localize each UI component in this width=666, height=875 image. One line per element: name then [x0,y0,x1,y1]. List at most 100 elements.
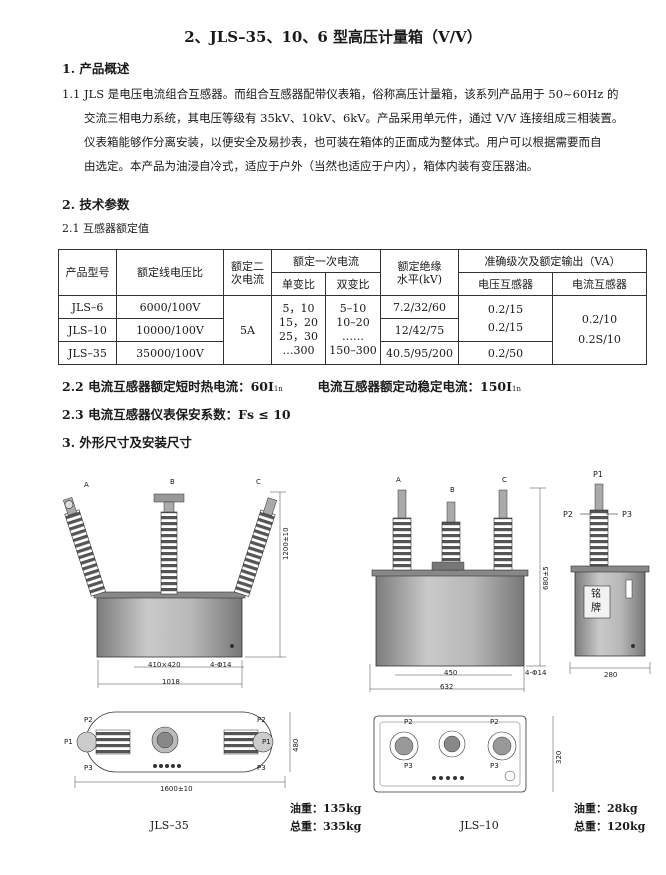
top35-depth-dim: 480 [292,738,300,752]
top10-label-p2-right: P2 [490,718,499,726]
jls10-hole-dim: 4-Φ14 [525,669,547,677]
jls35-inner-dim: 410×420 [148,661,181,669]
jls10-bushing-c [493,489,513,571]
side-label-p2: P2 [563,510,573,519]
jls35-caption: JLS–35 [150,819,189,832]
jls35-oil-weight: 油重：135kg [290,802,362,815]
section-3-heading: 3. 外形尺寸及安装尺寸 [62,435,192,450]
jls10-width-dim: 632 [440,683,454,691]
cell-ratio: 35000/100V [116,341,224,365]
cell-double-ratios: 5–10 10–20 …… 150–300 [325,295,381,365]
double-ratio-3: …… [342,330,364,343]
jls35-bushing-c [233,497,277,597]
top10-label-p2-left: P2 [404,718,413,726]
top35-label-p3-right: P3 [257,764,266,772]
double-ratio-1: 5–10 [339,302,367,315]
jls35-weights: 油重：135kg 总重：335kg [290,800,361,836]
nameplate-char-1: 铭 [591,589,601,600]
cell-insulation: 12/42/75 [380,318,459,342]
cell-single-ratios: 5，10 15，20 25，30 …300 [271,295,326,365]
jls35-bushing-b [153,493,185,595]
single-ratio-3: 25，30 [279,330,318,343]
header-insulation: 额定绝缘 水平(kV) [380,249,459,296]
section-2-1-heading: 2.1 互感器额定值 [62,222,149,235]
jls10-caption: JLS–10 [460,819,499,832]
cell-model: JLS–6 [58,295,117,319]
cell-ct: 0.2/10 0.2S/10 [551,295,648,365]
jls10-side-view [569,483,651,674]
jls35-tank [96,594,243,658]
vt-value-1: 0.2/15 [487,302,524,316]
jls10-inner-dim: 450 [444,669,458,677]
section-1-heading: 1. 产品概述 [62,61,130,76]
jls10-tank [375,573,525,667]
section-2-3: 2.3 电流互感器仪表保安系数：Fs ≤ 10 [62,407,291,422]
top35-label-p1-right: P1 [262,738,271,746]
thermal-current-text: 2.2 电流互感器额定短时热电流：60I [62,379,274,394]
header-secondary-line-1: 额定二 [231,259,264,273]
double-ratio-2: 10–20 [336,316,370,329]
page-title: 2、JLS–35、10、6 型高压计量箱（V/V） [184,28,482,46]
jls35-total-weight: 总重：335kg [290,820,362,833]
cell-ratio: 10000/100V [116,318,224,342]
double-ratio-4: 150–300 [329,344,377,357]
header-insulation-line-1: 额定绝缘 [397,259,442,273]
dynamic-current-text: 电流互感器额定动稳定电流：150I [317,379,512,394]
jls10-weights: 油重：28kg 总重：120kg [574,800,645,836]
header-insulation-line-2: 水平(kV) [396,272,443,286]
cell-model: JLS–35 [58,341,117,365]
jls35-hole-dim: 4-Φ14 [210,661,232,669]
top35-label-p2-right: P2 [257,716,266,724]
single-ratio-4: …300 [282,344,315,357]
ct-value-2: 0.2S/10 [578,333,621,346]
single-ratio-2: 15，20 [279,316,318,329]
section-2-2: 2.2 电流互感器额定短时热电流：60I1n 电流互感器额定动稳定电流：150I… [62,376,521,395]
jls35-top-view [74,711,291,788]
section-2-heading: 2. 技术参数 [62,197,130,212]
cell-insulation: 40.5/95/200 [380,341,459,365]
jls10-total-weight: 总重：120kg [574,820,646,833]
side-label-p1: P1 [593,470,603,479]
rating-table: 产品型号 额定线电压比 额定二 次电流 额定一次电流 额定绝缘 水平(kV) 准… [58,249,648,365]
top35-label-p2-left: P2 [84,716,93,724]
top35-label-p3-left: P3 [84,764,93,772]
nameplate [583,585,611,619]
header-single-ratio: 单变比 [271,272,326,296]
top35-length-dim: 1600±10 [160,785,193,793]
ct-value-1: 0.2/10 [581,313,618,326]
jls35-bushing-a [62,497,106,597]
jls10-oil-weight: 油重：28kg [574,802,638,815]
side-width-dim: 280 [604,671,618,679]
nameplate-text: 铭 牌 [591,588,601,616]
jls10-height-dim: 680±5 [542,566,550,590]
jls10-label-c: C [502,476,507,484]
header-secondary-line-2: 次电流 [231,272,264,286]
jls10-bushing-a [392,489,412,571]
vt-value-2: 0.2/15 [487,320,524,334]
top10-label-p3-left: P3 [404,762,413,770]
single-ratio-1: 5，10 [282,302,315,315]
jls10-label-b: B [450,486,455,494]
side-label-p3: P3 [622,510,632,519]
jls35-front-view [62,491,286,688]
header-ct: 电流互感器 [551,272,648,296]
jls10-front-view [369,487,546,692]
header-vt: 电压互感器 [458,272,553,296]
overview-line-2: 交流三相电力系统，其电压等级有 35kV、10kV、6kV。产品采用单元件，通过… [84,111,624,125]
top35-label-p1-left: P1 [64,738,73,746]
overview-paragraph: 1.1 JLS 是电压电流组合互感器。而组合互感器配带仪表箱，俗称高压计量箱，该… [62,82,662,178]
jls35-label-a: A [84,481,89,489]
jls35-label-c: C [256,478,261,486]
overview-line-1: 1.1 JLS 是电压电流组合互感器。而组合互感器配带仪表箱，俗称高压计量箱，该… [62,87,619,101]
overview-line-4: 由选定。本产品为油浸自冷式，适应于户外（当然也适应于户内），箱体内装有变压器油。 [84,159,539,173]
header-primary-current: 额定一次电流 [271,249,381,273]
thermal-current-subscript: 1n [273,385,283,393]
jls35-width-dim: 1018 [162,678,180,686]
jls10-bushing-b [441,501,461,571]
jls35-height-dim: 1200±10 [282,527,290,560]
nameplate-char-2: 牌 [591,603,601,614]
jls35-label-b: B [170,478,175,486]
cell-insulation: 7.2/32/60 [380,295,459,319]
overview-line-3: 仪表箱能够作分离安装，以便安全及易抄表，也可装在箱体的正面成为整体式。用户可以根… [84,135,602,149]
